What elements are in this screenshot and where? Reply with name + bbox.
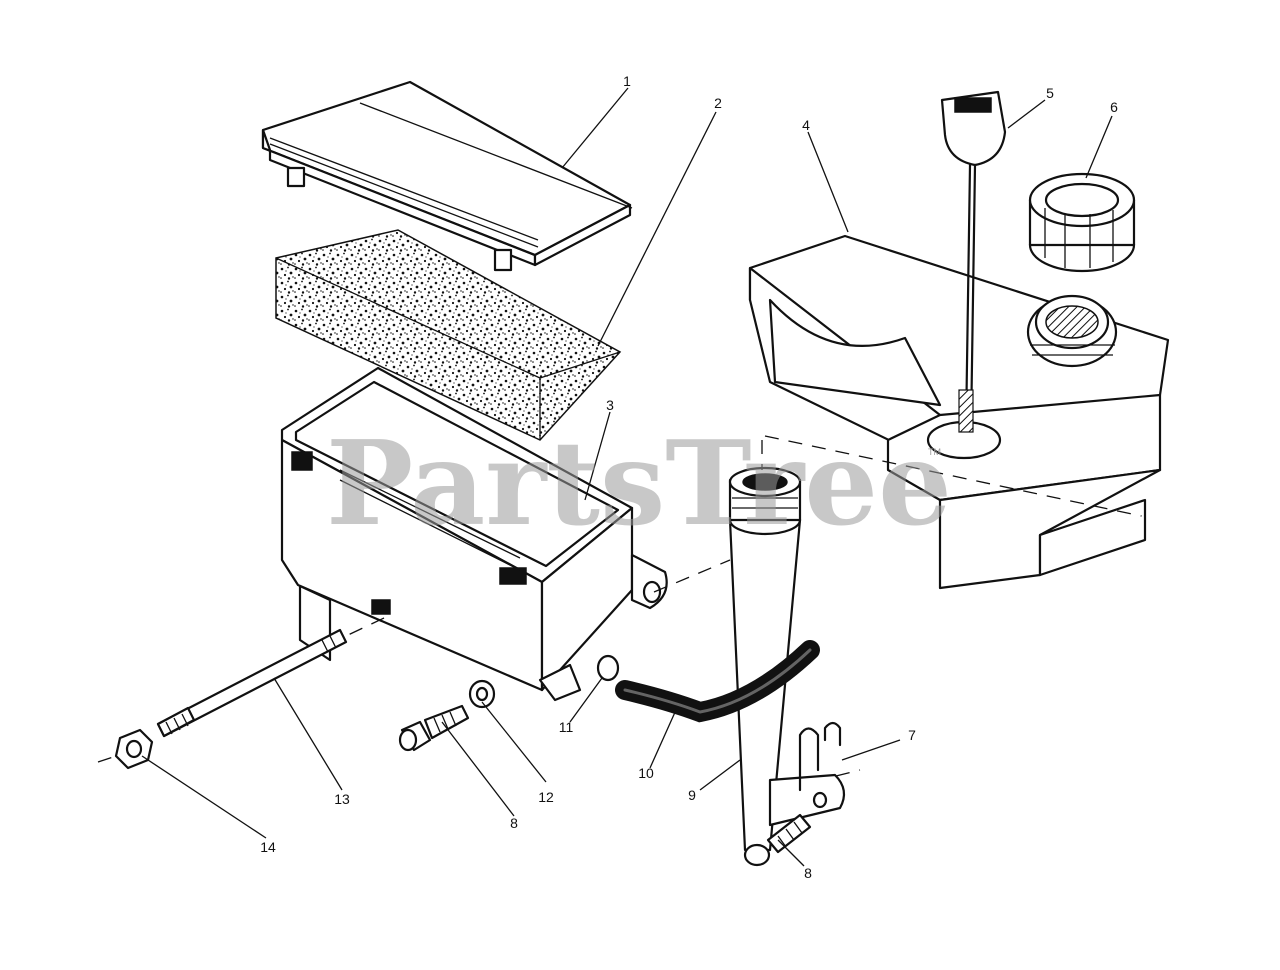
callout-8-right: 8	[804, 865, 812, 881]
nut	[114, 728, 154, 770]
washer	[468, 679, 496, 709]
callout-5: 5	[1046, 85, 1054, 101]
air-cleaner-base	[280, 366, 668, 702]
callouts: 1 2 3 4 5 6 7 8 8 9 10 11 12 13 14	[260, 73, 1118, 881]
fuel-cap	[1028, 172, 1136, 273]
dipstick	[940, 90, 1007, 433]
fuel-tank	[748, 234, 1170, 590]
callout-10: 10	[638, 765, 654, 781]
o-ring	[596, 654, 620, 682]
callout-4: 4	[802, 117, 810, 133]
callout-7: 7	[908, 727, 916, 743]
watermark-trademark: TM	[928, 447, 941, 457]
callout-14: 14	[260, 839, 276, 855]
clip	[798, 721, 842, 792]
breather-hose	[615, 640, 820, 723]
watermark: PartsTree TM	[326, 416, 952, 552]
screw-right	[743, 813, 812, 867]
stud	[156, 628, 348, 738]
alignment-lines	[97, 435, 1142, 777]
callout-12: 12	[538, 789, 554, 805]
callout-3: 3	[606, 397, 614, 413]
callout-8-left: 8	[510, 815, 518, 831]
callout-9: 9	[688, 787, 696, 803]
air-cleaner-cover	[261, 80, 633, 272]
foam-element	[275, 229, 622, 441]
callout-2: 2	[714, 95, 722, 111]
callout-1: 1	[623, 73, 631, 89]
screw-left	[398, 704, 470, 752]
callout-13: 13	[334, 791, 350, 807]
callout-11: 11	[559, 719, 574, 735]
watermark-text: PartsTree	[326, 416, 952, 552]
leader-lines	[141, 87, 1113, 867]
callout-6: 6	[1110, 99, 1118, 115]
